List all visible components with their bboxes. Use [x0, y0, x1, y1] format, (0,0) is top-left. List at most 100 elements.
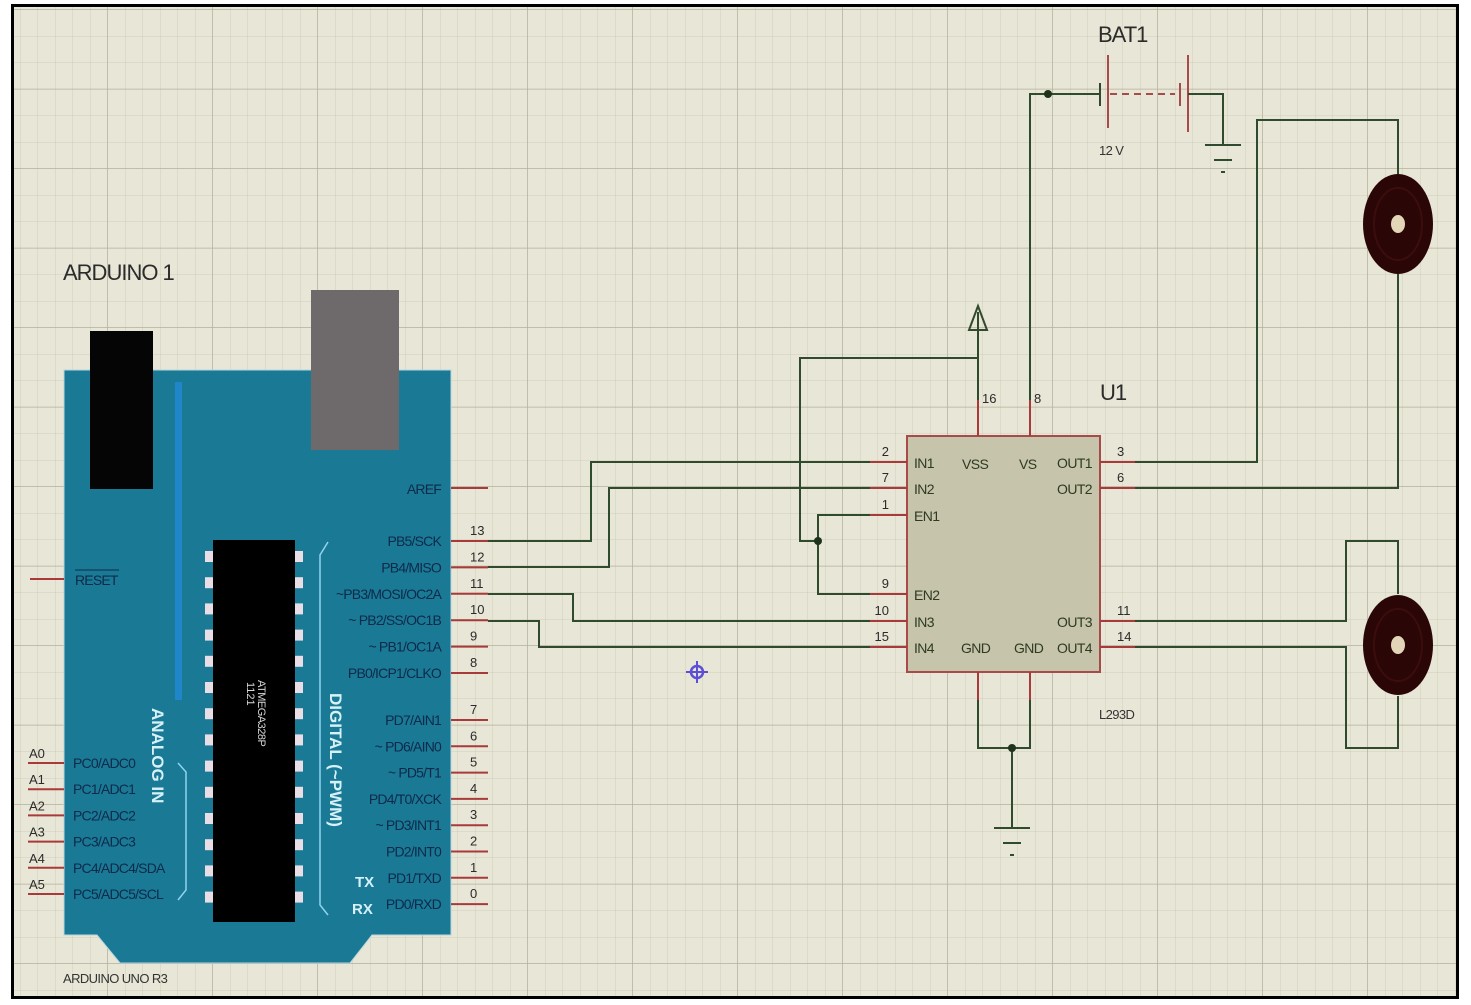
pin-label: ~PB3/MOSI/OC2A: [336, 586, 443, 602]
pin-label: PD7/AIN1: [385, 712, 442, 728]
ground-icon: [1205, 144, 1241, 173]
arduino-uno[interactable]: ARDUINO 1 ATMEGA328P 1121 ANALOG IN DIGI…: [28, 260, 488, 986]
pin-name: A3: [29, 825, 45, 840]
arduino-pin-d3[interactable]: 3~ PD3/INT1: [375, 807, 488, 833]
mcu-pin: [295, 577, 303, 589]
mcu-pin: [205, 760, 213, 772]
pin-label: OUT4: [1057, 640, 1093, 656]
rx-label: RX: [352, 901, 373, 918]
wires-control: [488, 90, 1100, 648]
pin-label: PC1/ADC1: [73, 781, 136, 797]
label-vs: VS: [1019, 456, 1037, 472]
pin-number: 2: [882, 444, 889, 459]
junction-ground: [1008, 744, 1016, 752]
usb-connector: [311, 290, 399, 450]
motor-1[interactable]: [1363, 174, 1433, 274]
pin-number: 9: [882, 576, 889, 591]
mcu-pin: [205, 839, 213, 851]
arduino-pin-d6[interactable]: 6~ PD6/AIN0: [375, 728, 488, 754]
arduino-model-label: ARDUINO UNO R3: [63, 971, 168, 986]
battery-voltage: 12 V: [1099, 143, 1124, 158]
l293d-driver[interactable]: U1 16 8 VSS VS 2IN17IN21EN19EN210IN315IN…: [870, 380, 1135, 722]
arduino-pin-d9[interactable]: 9 ~ PB1/OC1A: [368, 629, 488, 655]
arduino-pin-d5[interactable]: 5~ PD5/T1: [388, 755, 488, 781]
battery-bat1[interactable]: BAT1 12 V: [1098, 22, 1241, 173]
pin-label: PB4/MISO: [381, 559, 442, 575]
analog-bracket: [177, 762, 187, 901]
mcu-pin: [205, 734, 213, 746]
mcu-pin: [295, 865, 303, 877]
pin-number: 2: [470, 834, 477, 849]
mcu-pin: [295, 813, 303, 824]
mcu-pin: [295, 839, 303, 851]
pin-number: 6: [470, 728, 477, 743]
pin-label: PD4/T0/XCK: [369, 791, 443, 807]
pin-name: A0: [29, 746, 45, 761]
mcu-pin: [205, 551, 213, 562]
battery-ref-label: BAT1: [1098, 22, 1148, 47]
wire-gnd-bridge: [977, 700, 1031, 749]
pin-label: ~ PD5/T1: [388, 765, 442, 781]
motor-2[interactable]: [1363, 595, 1433, 695]
power-jack: [90, 331, 153, 489]
wire-vs-battery: [1029, 93, 1100, 400]
junction-enable: [814, 537, 822, 545]
wire-d13-in1: [488, 461, 880, 542]
pin-num-vs: 8: [1034, 391, 1041, 406]
pin-number: 13: [470, 523, 484, 538]
pin-number: 10: [875, 603, 889, 618]
arduino-pin-d10[interactable]: 10~ PB2/SS/OC1B: [348, 602, 488, 628]
mcu-pin: [295, 786, 303, 798]
pin-label: PC3/ADC3: [73, 834, 136, 850]
wire-d10-in4: [488, 620, 880, 648]
mcu-code: 1121: [244, 682, 256, 706]
schematic-canvas[interactable]: ARDUINO 1 ATMEGA328P 1121 ANALOG IN DIGI…: [11, 4, 1459, 999]
origin-marker-icon: [686, 661, 708, 683]
pin-label: EN1: [914, 508, 940, 524]
pin-label: PC4/ADC4/SDA: [73, 860, 166, 876]
pin-number: 6: [1117, 470, 1124, 485]
wire-out4-motor2: [1135, 646, 1399, 749]
pin-number: 9: [470, 629, 477, 644]
pin-name: A5: [29, 877, 45, 892]
mcu-pin: [205, 865, 213, 877]
wire-battery-ground: [1188, 93, 1224, 145]
label-gnd-1: GND: [961, 640, 991, 656]
pin-label: PD2/INT0: [386, 844, 442, 860]
wire-out1-motor1: [1135, 119, 1399, 463]
tx-label: TX: [355, 874, 374, 891]
aref-label: AREF: [407, 481, 441, 497]
arduino-pin-d11[interactable]: 11~PB3/MOSI/OC2A: [336, 576, 488, 602]
mcu-pin: [205, 708, 213, 720]
mcu-pin: [205, 629, 213, 641]
wires-motors: [1135, 119, 1399, 749]
pin-label: ~ PB1/OC1A: [368, 639, 442, 655]
mcu-pin: [205, 786, 213, 798]
pin-label: IN3: [914, 614, 935, 630]
mcu-pin: [205, 655, 213, 667]
